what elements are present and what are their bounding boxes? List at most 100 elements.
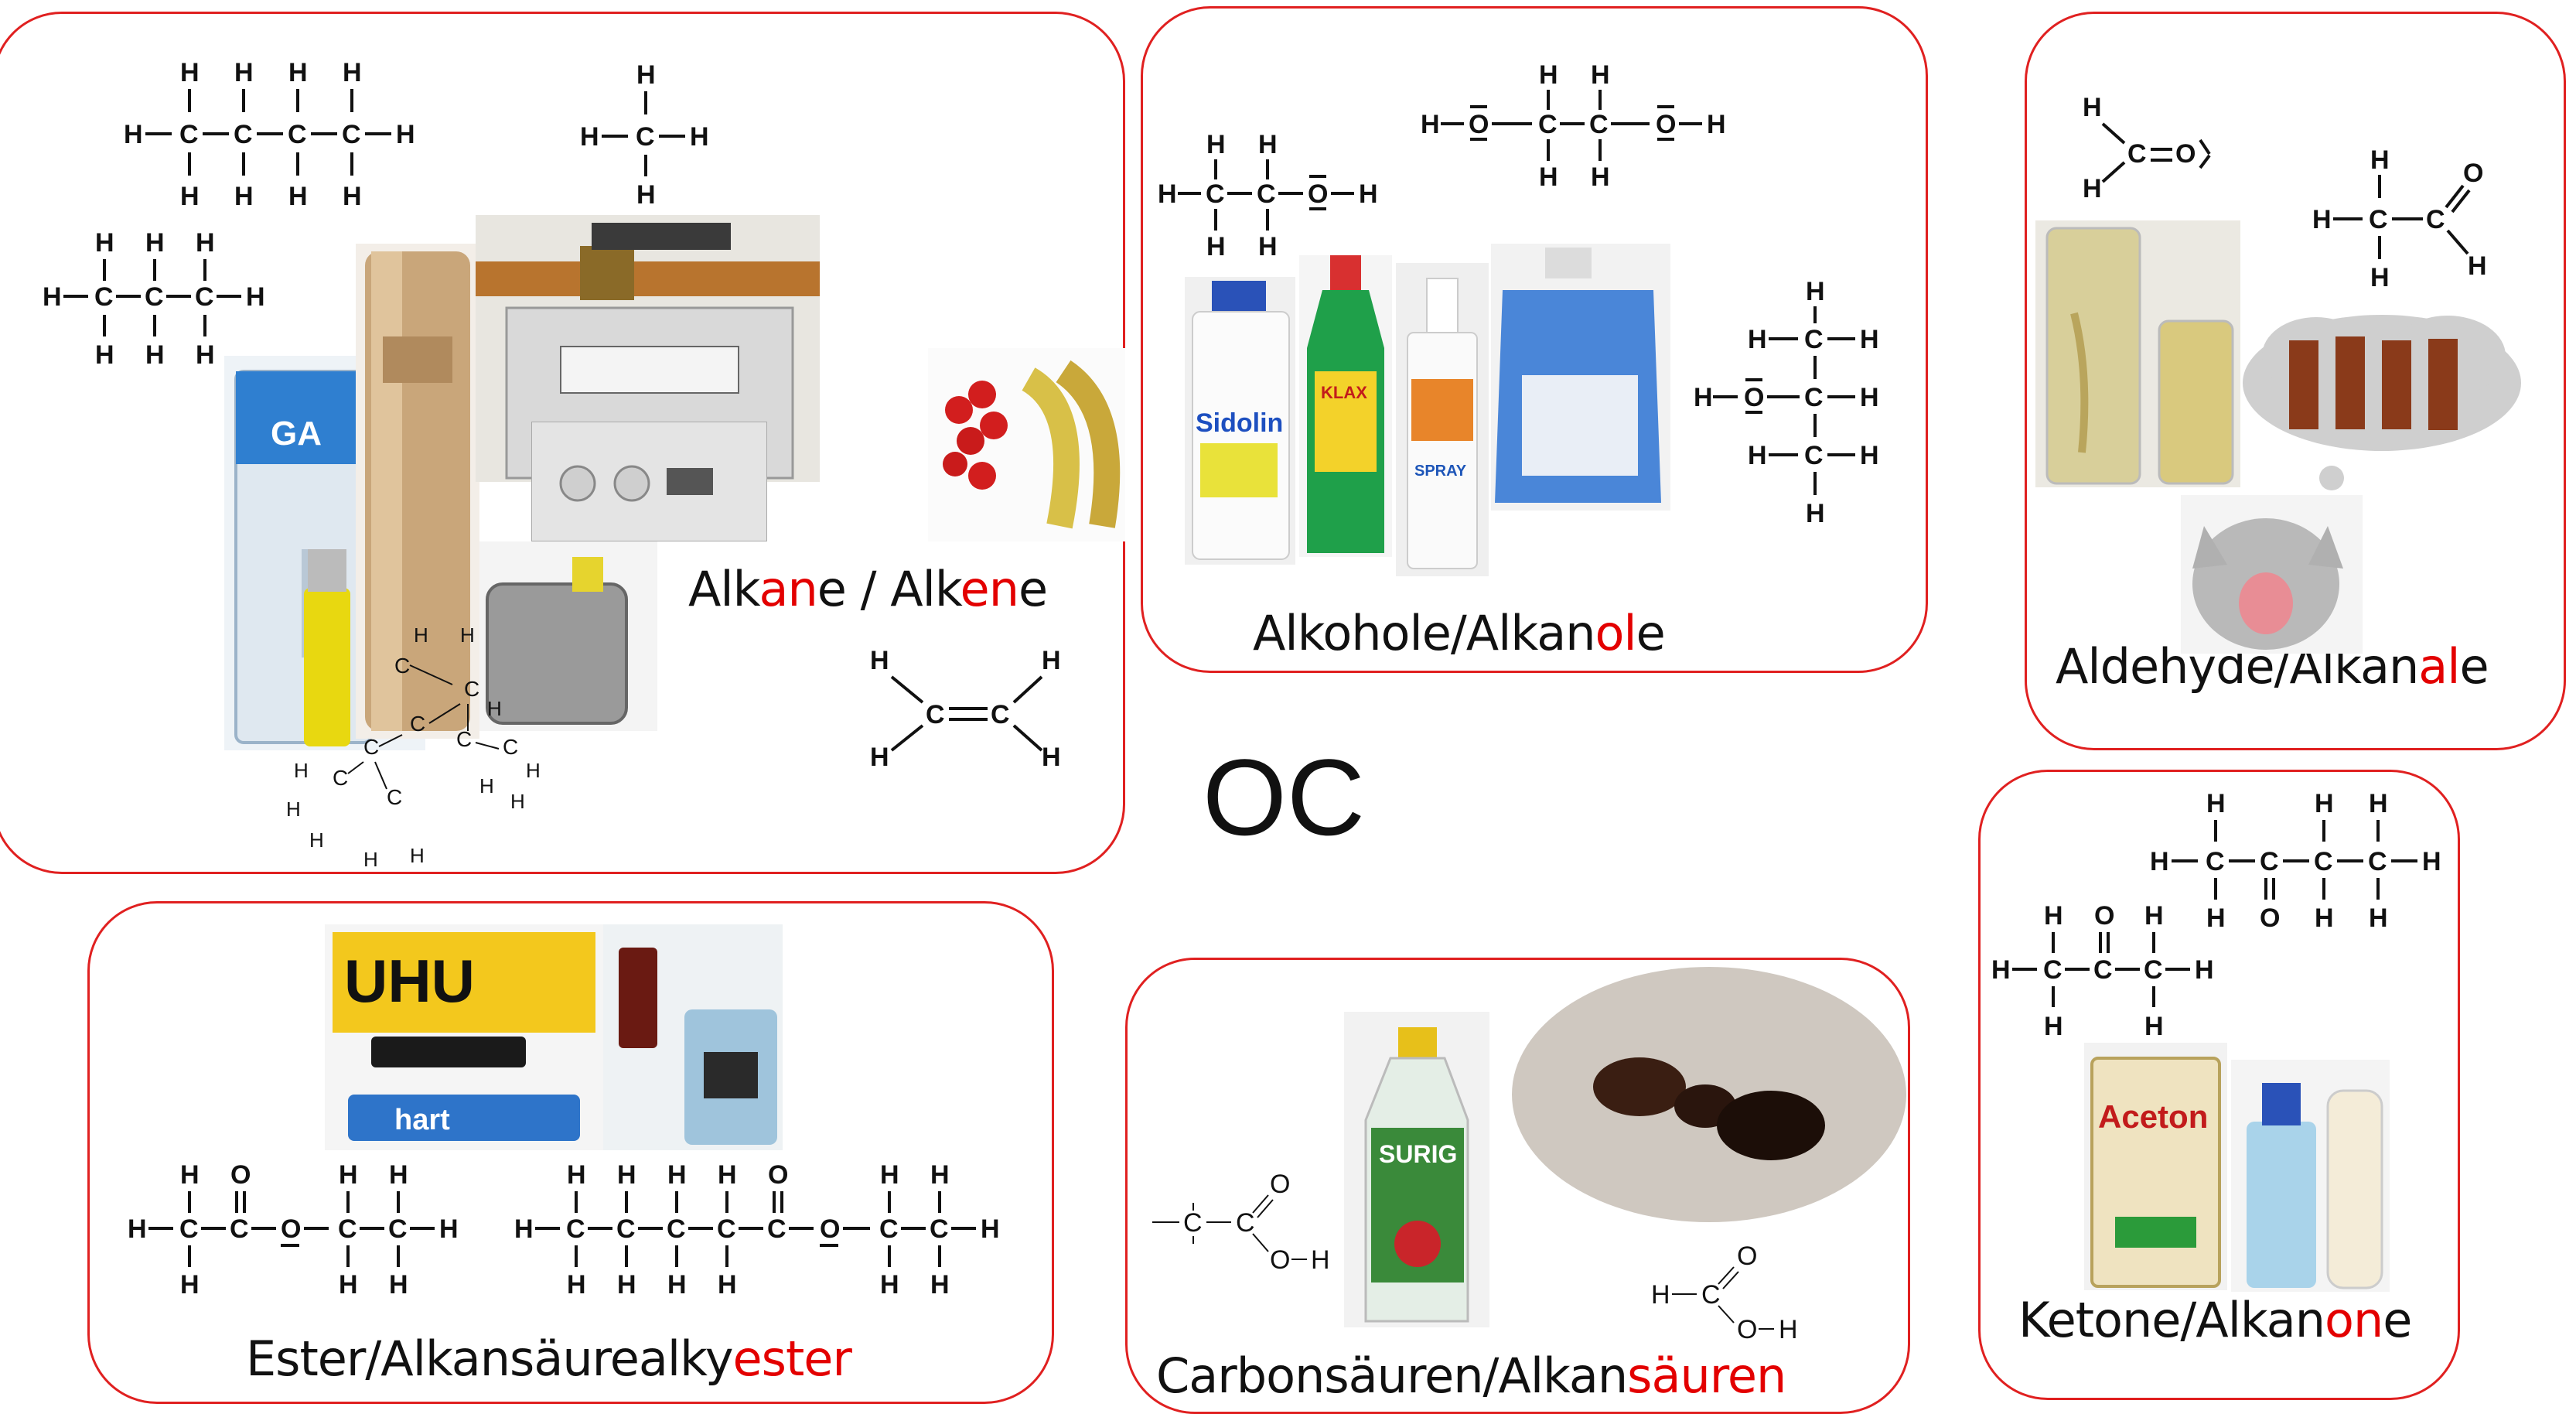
svg-text:C: C bbox=[2144, 955, 2163, 985]
svg-text:H: H bbox=[1591, 162, 1610, 192]
label-part: Alkohole/Alkan bbox=[1253, 605, 1595, 661]
svg-text:C: C bbox=[879, 1214, 899, 1244]
vinegar-bottle-image: SURIG bbox=[1344, 1012, 1489, 1327]
label-part: e bbox=[2383, 1292, 2412, 1348]
label-alkane: Alkane / Alkene bbox=[688, 561, 1048, 617]
svg-text:H: H bbox=[1860, 325, 1879, 354]
svg-text:C: C bbox=[234, 120, 253, 149]
label-highlight: on bbox=[2325, 1292, 2383, 1348]
svg-text:C: C bbox=[1804, 383, 1824, 412]
svg-text:H: H bbox=[2370, 145, 2390, 175]
svg-text:H: H bbox=[930, 1160, 950, 1190]
svg-text:H: H bbox=[2083, 93, 2102, 122]
svg-text:H: H bbox=[2044, 901, 2063, 931]
svg-text:C: C bbox=[338, 1214, 357, 1244]
svg-text:H: H bbox=[124, 120, 143, 149]
methane-formula: H H C H H bbox=[580, 60, 709, 210]
label-ester: Ester/Alkansäurealkyester bbox=[246, 1330, 852, 1387]
svg-text:H: H bbox=[180, 58, 200, 87]
label-ketone: Ketone/Alkanone bbox=[2018, 1292, 2412, 1348]
svg-text:H: H bbox=[479, 774, 494, 798]
svg-text:H: H bbox=[288, 58, 308, 87]
svg-text:H: H bbox=[1694, 383, 1713, 412]
svg-text:H: H bbox=[2144, 1012, 2164, 1041]
svg-text:C: C bbox=[1589, 110, 1609, 139]
cat-image bbox=[2181, 495, 2363, 654]
svg-text:H: H bbox=[667, 1160, 687, 1190]
svg-text:H: H bbox=[880, 1160, 899, 1190]
svg-text:C: C bbox=[179, 1214, 199, 1244]
svg-text:C: C bbox=[1804, 325, 1824, 354]
klax-label: KLAX bbox=[1321, 383, 1367, 402]
label-highlight: al bbox=[2418, 638, 2460, 695]
panel-aldehyde bbox=[2025, 12, 2566, 750]
svg-text:C: C bbox=[388, 1214, 408, 1244]
svg-text:H: H bbox=[389, 1270, 408, 1300]
svg-text:H: H bbox=[180, 1160, 200, 1190]
svg-text:O: O bbox=[820, 1214, 840, 1244]
svg-text:C: C bbox=[616, 1214, 636, 1244]
svg-text:H: H bbox=[1042, 646, 1061, 675]
svg-text:H: H bbox=[1258, 232, 1278, 261]
svg-text:C: C bbox=[2093, 955, 2113, 985]
aceton-label: Aceton bbox=[2098, 1098, 2208, 1135]
svg-text:H: H bbox=[95, 340, 114, 370]
svg-text:C: C bbox=[930, 1214, 949, 1244]
svg-text:H: H bbox=[1206, 130, 1226, 159]
svg-text:H: H bbox=[636, 60, 656, 90]
carboxyl-group-formula: C C O O H bbox=[1152, 1170, 1330, 1275]
svg-text:H: H bbox=[580, 122, 599, 152]
boiler-panel-image bbox=[531, 422, 767, 541]
svg-text:O: O bbox=[1656, 110, 1676, 139]
aceton-can-image: Aceton bbox=[2084, 1043, 2227, 1290]
methanoic-acid-formula: H C O O H bbox=[1651, 1242, 1798, 1344]
svg-text:C: C bbox=[394, 654, 410, 678]
svg-text:H: H bbox=[339, 1270, 358, 1300]
label-highlight: an bbox=[759, 561, 817, 617]
svg-text:H: H bbox=[930, 1270, 950, 1300]
svg-text:H: H bbox=[2206, 789, 2226, 818]
svg-text:H: H bbox=[1421, 110, 1440, 139]
label-part: e bbox=[2459, 638, 2489, 695]
svg-text:C: C bbox=[2127, 139, 2147, 169]
svg-text:H: H bbox=[1539, 60, 1558, 90]
label-part: Alk bbox=[688, 561, 759, 617]
lighter-image bbox=[304, 549, 350, 746]
sidolin-label: Sidolin bbox=[1196, 408, 1283, 438]
svg-text:H: H bbox=[414, 623, 428, 647]
ant-image bbox=[1512, 967, 1906, 1222]
panel-alkohole bbox=[1141, 6, 1928, 673]
svg-text:H: H bbox=[1311, 1245, 1330, 1275]
svg-text:C: C bbox=[2043, 955, 2063, 985]
label-highlight: ester bbox=[732, 1330, 852, 1387]
svg-text:H: H bbox=[487, 697, 502, 720]
ethanal-formula: H H C C O H H bbox=[2312, 145, 2487, 292]
svg-text:H: H bbox=[1042, 743, 1061, 772]
svg-text:C: C bbox=[1183, 1208, 1203, 1238]
uhu-label: UHU bbox=[344, 947, 475, 1015]
svg-text:C: C bbox=[288, 120, 307, 149]
svg-text:C: C bbox=[179, 120, 199, 149]
svg-text:C: C bbox=[2368, 847, 2387, 876]
svg-text:C: C bbox=[230, 1214, 249, 1244]
panel-ketone bbox=[1978, 770, 2460, 1400]
svg-text:O: O bbox=[1737, 1315, 1757, 1344]
svg-text:C: C bbox=[2206, 847, 2225, 876]
svg-text:H: H bbox=[2144, 901, 2164, 931]
svg-text:H: H bbox=[2370, 263, 2390, 292]
svg-text:H: H bbox=[2206, 903, 2226, 933]
svg-text:H: H bbox=[1707, 110, 1726, 139]
svg-text:H: H bbox=[514, 1214, 534, 1244]
svg-text:H: H bbox=[1591, 60, 1610, 90]
svg-text:H: H bbox=[128, 1214, 147, 1244]
svg-text:O: O bbox=[1737, 1242, 1757, 1271]
svg-text:C: C bbox=[1804, 441, 1824, 470]
label-part: Ester/Alkansäurealky bbox=[246, 1330, 734, 1387]
nail-polish-remover-image bbox=[2231, 1060, 2390, 1292]
sidolin-bottle-image: Sidolin bbox=[1185, 277, 1295, 565]
tomatoes-bananas-image bbox=[928, 348, 1125, 541]
